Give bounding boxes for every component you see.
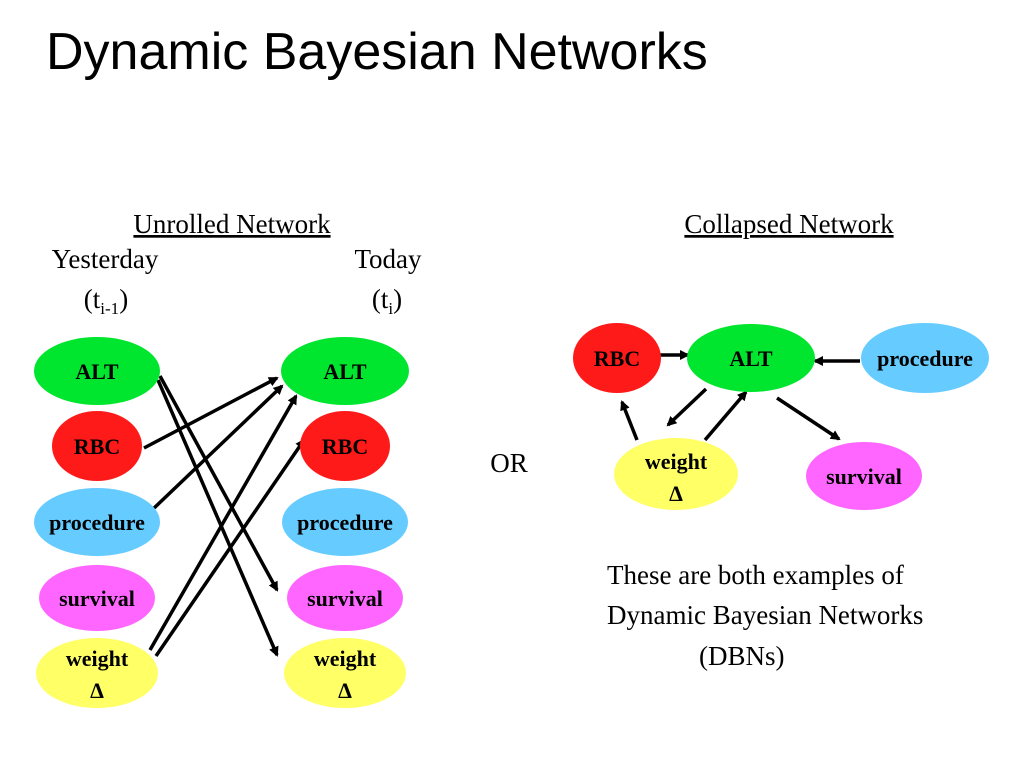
today-time-open: (t (372, 284, 389, 314)
node-weight-today-label: weight (314, 646, 377, 671)
collapsed-node-procedure-shape (861, 323, 989, 393)
collapsed-node-weight-shape (614, 438, 738, 510)
collapsed-node-survival-label: survival (826, 464, 902, 489)
today-time-close: ) (393, 284, 402, 314)
node-procedure-yesterday-shape (34, 488, 160, 556)
collapsed-edge-alt-to-survival (776, 396, 841, 441)
collapsed-edge-alt-to-weight (666, 387, 708, 427)
collapsed-node-procedure-label: procedure (877, 346, 973, 371)
yesterday-time-sub: i-1 (100, 299, 119, 318)
node-survival-today: survival (287, 565, 403, 631)
node-rbc-yesterday-label: RBC (74, 434, 120, 459)
node-survival-today-shape (287, 565, 403, 631)
node-alt-today-shape (281, 337, 409, 405)
collapsed-node-rbc-label: RBC (594, 346, 640, 371)
collapsed-node-rbc-shape (573, 323, 661, 393)
collapsed-node-rbc: RBC (573, 323, 661, 393)
edge-rbc-to-alt (143, 376, 279, 450)
node-alt-yesterday-shape (34, 337, 160, 405)
collapsed-node-weight: weight Δ (614, 438, 738, 510)
node-weight-yesterday-label: weight (66, 646, 129, 671)
today-label: Today (354, 244, 422, 274)
node-weight-yesterday: weight Δ (36, 638, 158, 708)
collapsed-node-weight-delta: Δ (669, 481, 683, 506)
caption-line-2: Dynamic Bayesian Networks (607, 600, 923, 630)
node-weight-yesterday-delta: Δ (90, 678, 104, 703)
node-rbc-yesterday: RBC (52, 411, 142, 481)
today-time-sub: i (388, 299, 393, 318)
edge-weight-to-rbc (154, 438, 306, 657)
unrolled-edges (143, 375, 306, 657)
node-weight-today: weight Δ (284, 638, 406, 708)
unrolled-network-heading: Unrolled Network (133, 209, 331, 239)
yesterday-time-close: ) (119, 284, 128, 314)
edge-procedure-to-alt (150, 384, 284, 512)
caption-line-1: These are both examples of (607, 560, 904, 590)
node-procedure-today: procedure (282, 488, 408, 556)
caption-line-3: (DBNs) (699, 641, 785, 671)
or-label: OR (490, 448, 528, 478)
yesterday-time-open: (t (84, 284, 101, 314)
node-weight-yesterday-shape (36, 638, 158, 708)
node-procedure-yesterday-label: procedure (49, 510, 145, 535)
node-survival-yesterday-label: survival (59, 586, 135, 611)
node-rbc-yesterday-shape (52, 411, 142, 481)
collapsed-nodes: RBC ALT procedure weight Δ survival (573, 323, 989, 510)
collapsed-node-weight-label: weight (645, 449, 708, 474)
edge-alt-to-weight (156, 379, 279, 657)
node-survival-today-label: survival (307, 586, 383, 611)
node-procedure-today-label: procedure (297, 510, 393, 535)
collapsed-node-procedure: procedure (861, 323, 989, 393)
yesterday-label: Yesterday (52, 244, 159, 274)
today-time: (ti) (372, 284, 402, 318)
collapsed-node-alt-shape (687, 324, 815, 392)
page-title: Dynamic Bayesian Networks (46, 23, 708, 81)
collapsed-edge-weight-to-alt (703, 390, 748, 442)
collapsed-edge-weight-to-rbc (620, 400, 639, 441)
node-rbc-today-shape (300, 411, 390, 481)
node-survival-yesterday-shape (39, 565, 155, 631)
node-survival-yesterday: survival (39, 565, 155, 631)
collapsed-node-alt-label: ALT (729, 346, 773, 371)
unrolled-right-nodes: ALT RBC procedure survival weight Δ (281, 337, 409, 708)
node-weight-today-delta: Δ (338, 678, 352, 703)
node-procedure-yesterday: procedure (34, 488, 160, 556)
collapsed-edges (620, 350, 860, 442)
collapsed-node-survival: survival (806, 442, 922, 510)
node-rbc-today: RBC (300, 411, 390, 481)
node-alt-yesterday-label: ALT (75, 359, 119, 384)
collapsed-node-survival-shape (806, 442, 922, 510)
edge-alt-to-survival (158, 375, 279, 592)
collapsed-network-heading: Collapsed Network (684, 209, 894, 239)
unrolled-left-nodes: ALT RBC procedure survival weight Δ (34, 337, 160, 708)
node-rbc-today-label: RBC (322, 434, 368, 459)
edge-weight-to-alt (148, 394, 298, 651)
node-procedure-today-shape (282, 488, 408, 556)
yesterday-time: (ti-1) (84, 284, 128, 318)
node-alt-today: ALT (281, 337, 409, 405)
collapsed-node-alt: ALT (687, 324, 815, 392)
node-weight-today-shape (284, 638, 406, 708)
node-alt-yesterday: ALT (34, 337, 160, 405)
node-alt-today-label: ALT (323, 359, 367, 384)
